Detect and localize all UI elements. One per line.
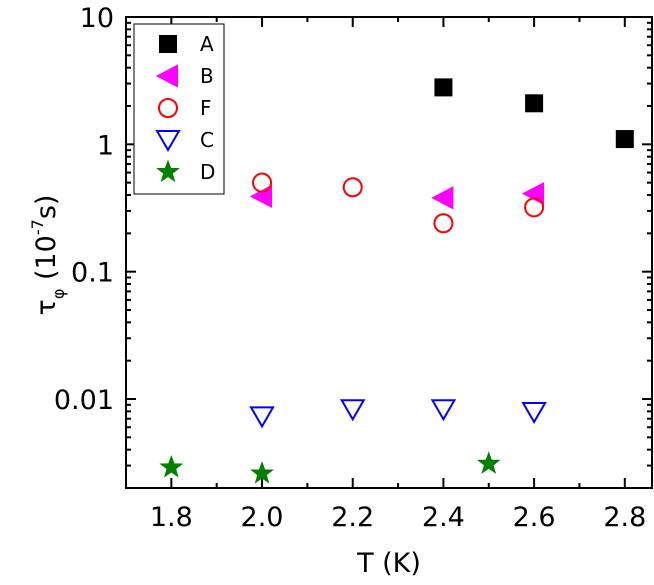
data-point-d — [250, 461, 274, 484]
data-point-a — [615, 130, 634, 149]
x-tick-label: 2.0 — [241, 502, 284, 533]
legend-marker-b — [155, 64, 178, 88]
legend-marker-c — [155, 130, 181, 152]
data-point-f — [342, 177, 363, 198]
legend-label-d: D — [200, 160, 215, 184]
plot-area — [125, 16, 653, 489]
legend-box — [133, 23, 225, 195]
legend-label-c: C — [200, 128, 214, 152]
x-tick-label: 2.8 — [603, 502, 646, 533]
x-tick-label: 2.2 — [331, 502, 374, 533]
x-tick-label: 1.8 — [150, 502, 193, 533]
y-tick-label: 1 — [97, 130, 114, 161]
data-point-d — [159, 454, 184, 478]
y-axis-unit-exponent: -7 — [28, 219, 47, 235]
series-c — [249, 399, 547, 429]
legend-label-a: A — [200, 32, 214, 56]
y-axis-subscript: φ — [49, 289, 68, 300]
axis-ticks: 1.8 2.0 2.2 2.4 2.6 2.8 0.01 0.1 1 10 — [54, 3, 652, 533]
data-point-f — [524, 197, 545, 218]
series-b — [249, 181, 545, 210]
y-axis-symbol: τ — [31, 299, 62, 315]
x-tick-label: 2.6 — [513, 502, 556, 533]
data-point-a — [525, 94, 544, 113]
y-axis-unit-close: s) — [31, 195, 62, 220]
x-axis-title: T (K) — [356, 548, 421, 579]
y-tick-label: 0.1 — [71, 258, 114, 289]
data-point-c — [339, 399, 366, 422]
y-tick-label: 10 — [80, 3, 114, 34]
data-point-d — [476, 451, 501, 474]
y-axis-title: τφ (10-7s) — [28, 195, 68, 316]
data-point-f — [433, 213, 454, 234]
series-a — [434, 78, 634, 149]
y-tick-label: 0.01 — [54, 385, 114, 416]
data-point-b — [431, 186, 454, 210]
series-f — [252, 172, 545, 234]
data-point-f — [252, 172, 273, 193]
data-point-c — [430, 399, 457, 422]
x-tick-label: 2.4 — [422, 502, 465, 533]
data-point-c — [249, 406, 275, 429]
legend-label-f: F — [200, 96, 212, 120]
legend-marker-f — [158, 98, 178, 118]
legend-marker-d — [156, 159, 180, 183]
data-points — [159, 78, 634, 484]
legend-marker-a — [159, 35, 177, 53]
series-d — [159, 451, 501, 484]
svg-text:τφ (10-7s): τφ (10-7s) — [28, 195, 68, 316]
data-point-a — [434, 78, 453, 97]
data-point-c — [521, 402, 547, 425]
plot-frame — [125, 16, 653, 489]
legend-label-b: B — [200, 64, 214, 88]
y-axis-unit-open: (10 — [31, 235, 62, 288]
